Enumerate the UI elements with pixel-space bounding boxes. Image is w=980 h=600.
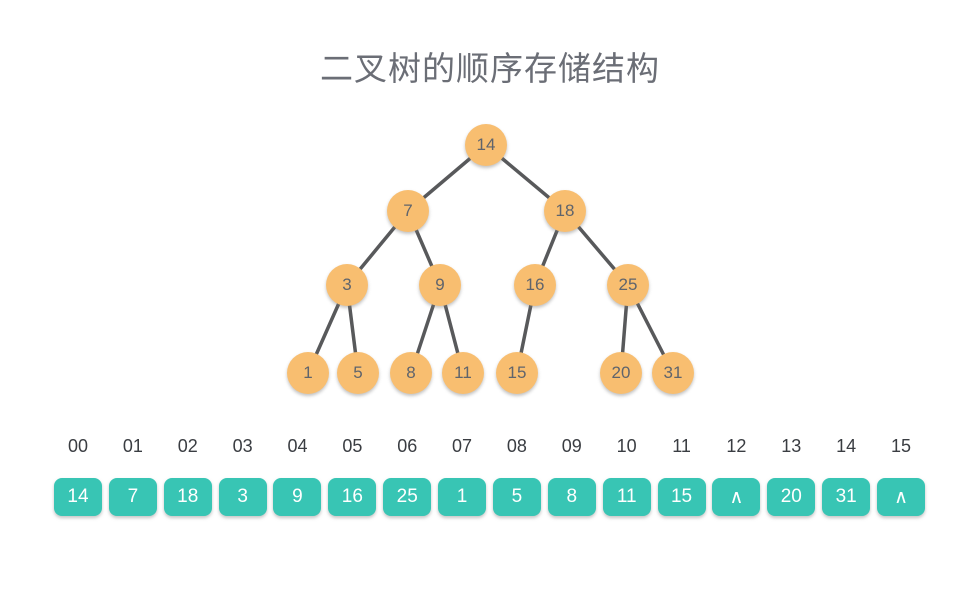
array-index-01: 01 (122, 436, 143, 456)
array-cell-01: 7 (108, 478, 157, 516)
array-index-08: 08 (506, 436, 527, 456)
array-index-14: 14 (836, 436, 857, 456)
tree-node-7: 7 (387, 190, 429, 232)
array-cell-15: ∧ (877, 478, 926, 516)
array-cell-03: 3 (218, 478, 267, 516)
array-index-04: 04 (287, 436, 308, 456)
array-cell-00: 14 (54, 478, 102, 516)
array-index-10: 10 (616, 436, 637, 456)
array-index-15: 15 (891, 436, 912, 456)
array-cell-07: 1 (438, 478, 487, 516)
tree-node-9: 9 (419, 264, 461, 306)
tree-node-16: 16 (514, 264, 556, 306)
array-cell-09: 8 (547, 478, 596, 516)
tree-node-8: 8 (390, 352, 432, 394)
array-cell-13: 20 (767, 478, 816, 516)
tree-node-31: 31 (652, 352, 694, 394)
array-cell-10: 11 (602, 478, 651, 516)
array-cell-04: 9 (273, 478, 322, 516)
tree-node-20: 20 (600, 352, 642, 394)
array-index-11: 11 (672, 436, 691, 456)
tree-node-14: 14 (465, 124, 507, 166)
array-index-02: 02 (177, 436, 198, 456)
array-index-03: 03 (232, 436, 253, 456)
tree-node-25: 25 (607, 264, 649, 306)
array-index-05: 05 (342, 436, 363, 456)
array-index-07: 07 (452, 436, 473, 456)
tree-node-1: 1 (287, 352, 329, 394)
tree-node-18: 18 (544, 190, 586, 232)
diagram-title: 二叉树的顺序存储结构 (320, 50, 660, 87)
array-cell-05: 16 (328, 478, 377, 516)
array-index-12: 12 (726, 436, 747, 456)
tree-node-3: 3 (326, 264, 368, 306)
array-cell-14: 31 (822, 478, 871, 516)
array-cell-06: 25 (383, 478, 432, 516)
array-cell-02: 18 (163, 478, 212, 516)
array-cell-12: ∧ (712, 478, 761, 516)
array-index-09: 09 (561, 436, 582, 456)
tree-node-11: 11 (442, 352, 484, 394)
array-index-13: 13 (781, 436, 802, 456)
tree-node-15: 15 (496, 352, 538, 394)
tree-node-5: 5 (337, 352, 379, 394)
array-index-06: 06 (397, 436, 418, 456)
array-cell-11: 15 (657, 478, 706, 516)
array-cell-08: 5 (492, 478, 541, 516)
array-index-00: 00 (67, 436, 88, 456)
